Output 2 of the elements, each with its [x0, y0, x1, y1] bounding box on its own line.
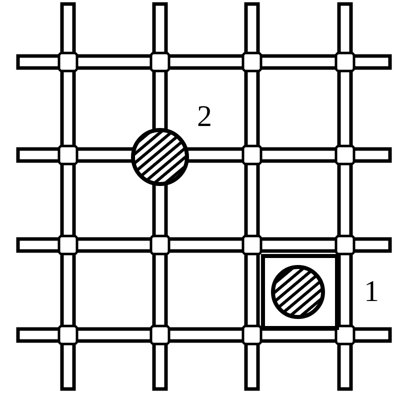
callout-number: 2 — [197, 102, 212, 132]
callout-number: 1 — [364, 277, 379, 307]
